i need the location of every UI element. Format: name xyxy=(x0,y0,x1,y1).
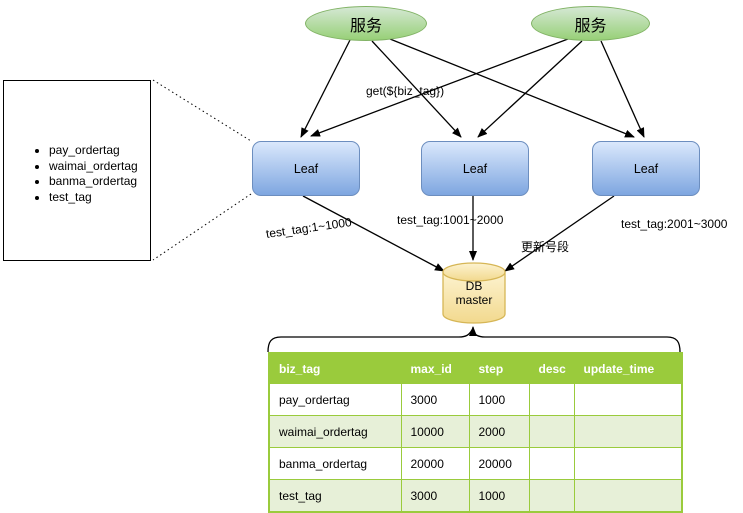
db-label-line2: master xyxy=(455,293,493,307)
edge-service2-leaf3 xyxy=(600,40,645,138)
edge-service1-leaf3 xyxy=(389,38,635,138)
cell: 1000 xyxy=(468,383,530,416)
edge-service1-leaf2 xyxy=(371,40,462,138)
cell: 2000 xyxy=(468,415,530,448)
cell: 10000 xyxy=(400,415,470,448)
table-row: waimai_ordertag 10000 2000 xyxy=(268,415,683,448)
cell: 3000 xyxy=(400,383,470,416)
db-cylinder xyxy=(442,262,506,324)
biz-tag-item: test_tag xyxy=(49,190,150,206)
edge-label-segment3: test_tag:2001~3000 xyxy=(621,217,728,231)
cell: 20000 xyxy=(400,447,470,480)
db-master-label: DB master xyxy=(443,279,505,307)
note-callout-bottom xyxy=(152,193,252,261)
leaf-node-3: Leaf xyxy=(592,141,700,196)
edge-label-get: get(${biz_tag}) xyxy=(366,84,445,98)
cell xyxy=(573,479,683,513)
biz-tag-item: waimai_ordertag xyxy=(49,159,150,175)
col-header-update-time: update_time xyxy=(573,352,683,384)
cell: 3000 xyxy=(400,479,470,513)
cell xyxy=(573,447,683,480)
table-header-row: biz_tag max_id step desc update_time xyxy=(268,352,683,384)
service-node-2: 服务 xyxy=(531,6,650,41)
cell: waimai_ordertag xyxy=(268,415,402,448)
col-header-step: step xyxy=(468,352,530,384)
cell xyxy=(528,479,575,513)
service-node-1-label: 服务 xyxy=(349,17,382,35)
edge-leaf3-db xyxy=(504,195,615,272)
cell: 20000 xyxy=(468,447,530,480)
col-header-desc: desc xyxy=(528,352,575,384)
cell xyxy=(573,383,683,416)
edge-service2-leaf2 xyxy=(477,40,583,138)
leaf-node-2-label: Leaf xyxy=(462,161,488,176)
biz-tag-item: banma_ordertag xyxy=(49,174,150,190)
edge-label-update-segment: 更新号段 xyxy=(521,240,570,254)
table-row: banma_ordertag 20000 20000 xyxy=(268,447,683,480)
cell: banma_ordertag xyxy=(268,447,402,480)
cell: test_tag xyxy=(268,479,402,513)
biz-tag-list: pay_ordertag waimai_ordertag banma_order… xyxy=(4,143,150,205)
col-header-max-id: max_id xyxy=(400,352,470,384)
biz-tag-item: pay_ordertag xyxy=(49,143,150,159)
col-header-biz-tag: biz_tag xyxy=(268,352,402,384)
leaf-node-1: Leaf xyxy=(252,141,360,196)
cell xyxy=(528,447,575,480)
cell xyxy=(528,383,575,416)
cell xyxy=(573,415,683,448)
biz-tag-note-box: pay_ordertag waimai_ordertag banma_order… xyxy=(3,80,151,261)
table-brace xyxy=(267,328,681,353)
db-label-line1: DB xyxy=(465,279,483,293)
edge-label-segment2: test_tag:1001~2000 xyxy=(397,213,504,227)
leaf-node-3-label: Leaf xyxy=(633,161,659,176)
service-node-1: 服务 xyxy=(305,6,427,41)
note-callout-top xyxy=(152,79,252,142)
cell: 1000 xyxy=(468,479,530,513)
edge-service2-leaf1 xyxy=(310,38,569,137)
edge-service1-leaf1 xyxy=(300,39,351,138)
edge-leaf1-db xyxy=(302,195,445,272)
cell xyxy=(528,415,575,448)
leaf-node-2: Leaf xyxy=(421,141,529,196)
table-row: pay_ordertag 3000 1000 xyxy=(268,383,683,416)
service-node-2-label: 服务 xyxy=(574,17,607,35)
leaf-node-1-label: Leaf xyxy=(293,161,319,176)
table-row: test_tag 3000 1000 xyxy=(268,479,683,513)
cell: pay_ordertag xyxy=(268,383,402,416)
segment-table: biz_tag max_id step desc update_time pay… xyxy=(268,352,683,513)
